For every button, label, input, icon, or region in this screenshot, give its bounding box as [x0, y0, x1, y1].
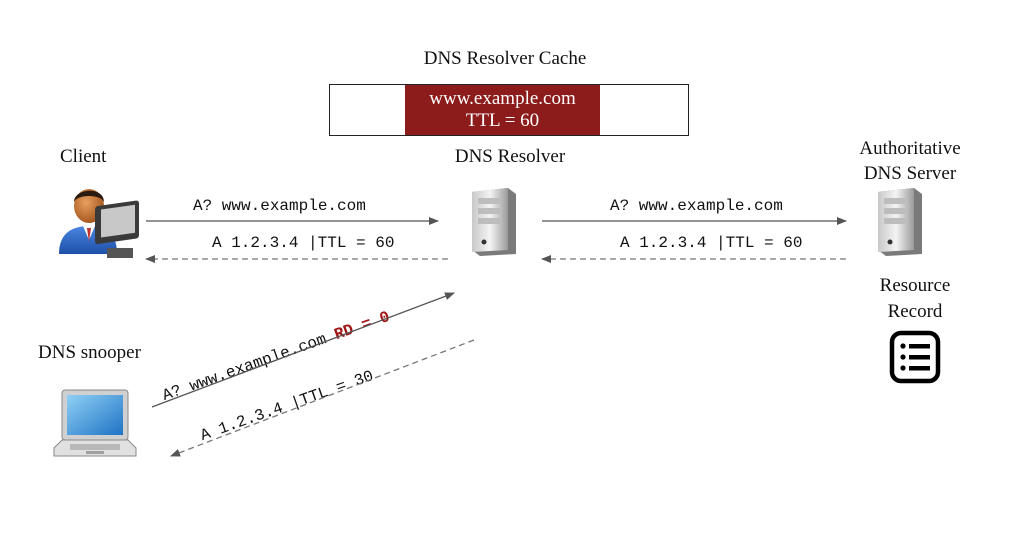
auth-query-label: A? www.example.com: [610, 197, 783, 215]
client-query-label: A? www.example.com: [193, 197, 366, 215]
authoritative-label-line2: DNS Server: [863, 163, 957, 184]
authoritative-server-icon: [878, 188, 922, 256]
resource-record-label-line2: Record: [887, 301, 943, 322]
resolver-cache-box: www.example.com TTL = 60: [329, 84, 689, 136]
resolver-label: DNS Resolver: [454, 146, 566, 167]
snooper-label: DNS snooper: [38, 342, 141, 363]
list-document-icon: [889, 330, 941, 384]
resource-record-label-line1: Resource: [879, 275, 951, 296]
resource-record-label: Resource Record: [845, 273, 985, 325]
cache-title: DNS Resolver Cache: [423, 48, 587, 69]
snoop-query-arrow: [151, 292, 455, 408]
snoop-response-arrow: [170, 339, 475, 457]
authoritative-label: Authoritative DNS Server: [820, 136, 1000, 186]
auth-response-label: A 1.2.3.4 |TTL = 60: [620, 234, 803, 252]
cache-entry-ttl: TTL = 60: [465, 110, 540, 131]
laptop-icon: [53, 389, 137, 457]
client-response-label: A 1.2.3.4 |TTL = 60: [212, 234, 395, 252]
cache-entry-domain: www.example.com: [429, 88, 576, 109]
cache-entry: www.example.com TTL = 60: [405, 85, 600, 135]
user-at-computer-icon: [59, 189, 139, 258]
resolver-server-icon: [472, 188, 516, 256]
authoritative-label-line1: Authoritative: [859, 138, 961, 159]
client-label: Client: [60, 146, 107, 167]
